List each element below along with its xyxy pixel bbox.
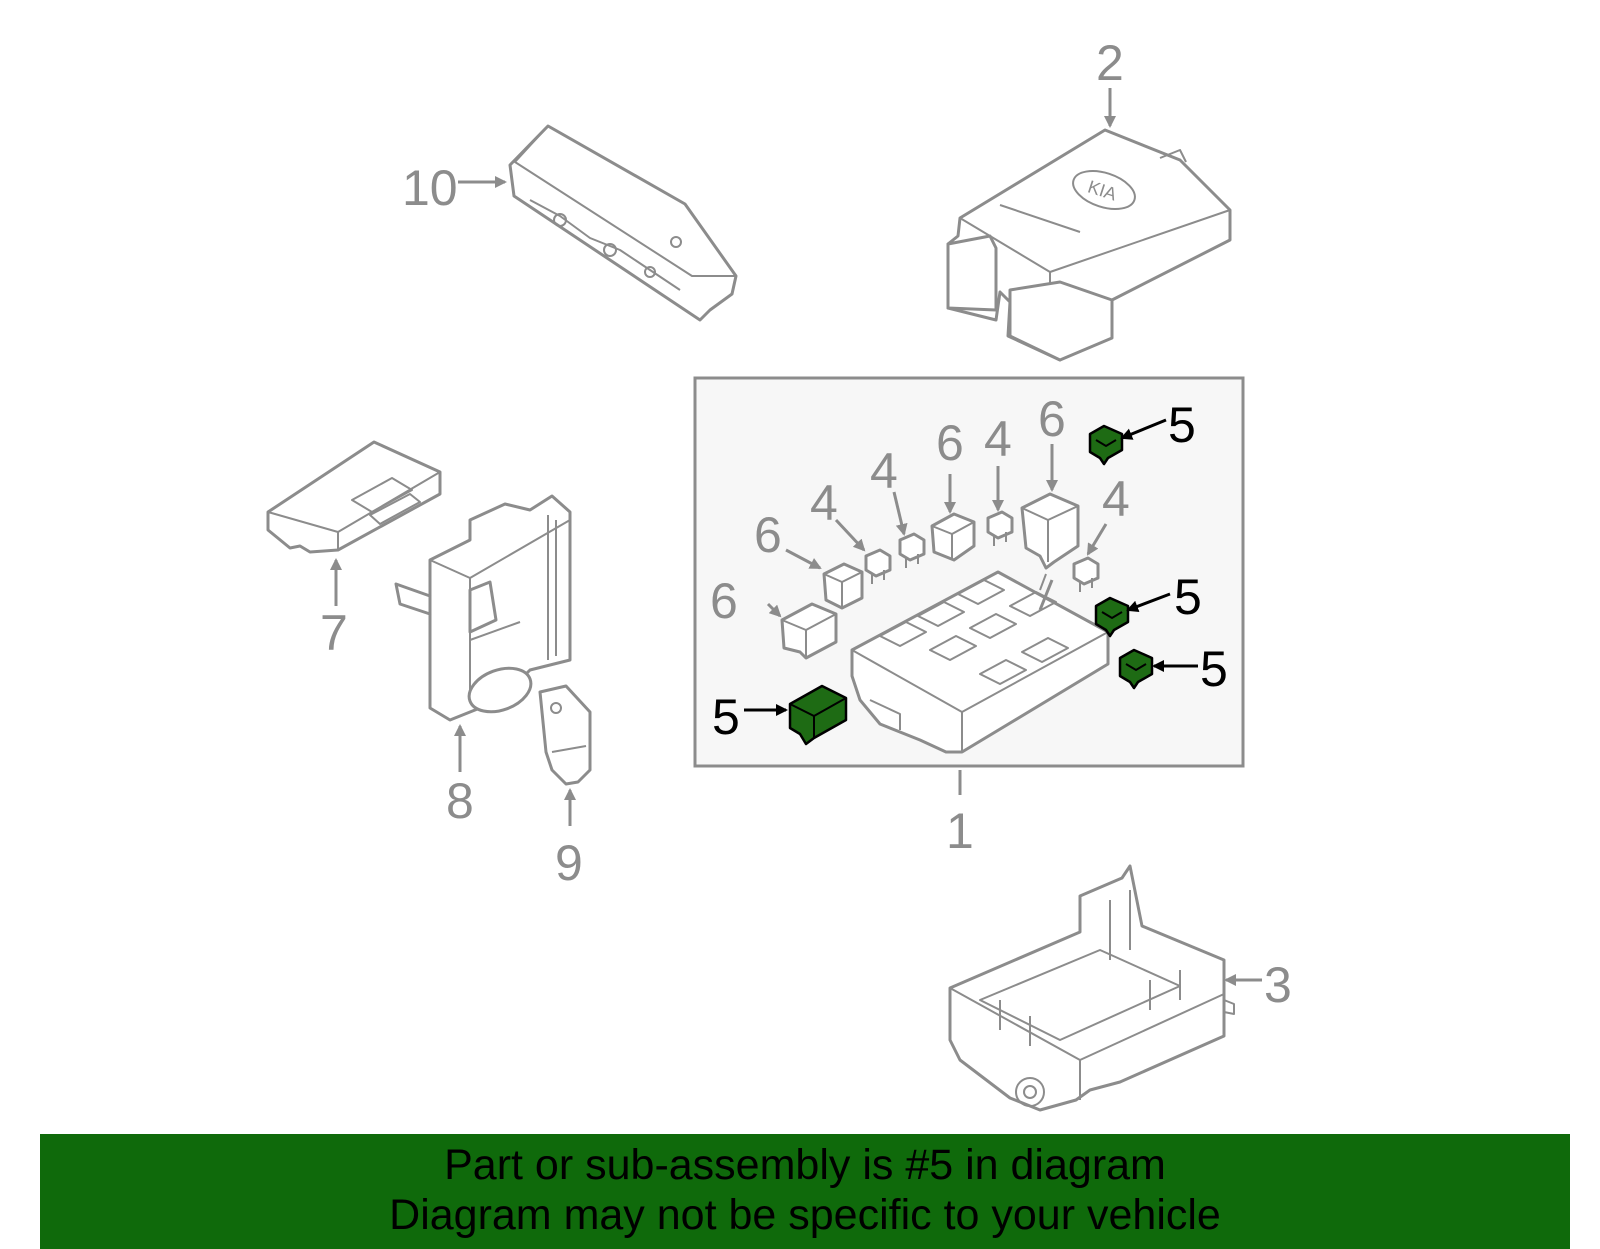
label-2: 2	[1096, 35, 1124, 91]
part-1-fuse-box	[850, 570, 1110, 754]
part-3-lower-tray	[948, 864, 1235, 1112]
part-5-relay-top	[1088, 424, 1124, 466]
label-4b: 4	[870, 443, 898, 499]
part-5-relay-mid	[1094, 596, 1130, 638]
part-4-fuse-c	[986, 510, 1014, 546]
part-2-cover: KIA	[946, 128, 1232, 362]
part-6-relay-c	[930, 512, 976, 562]
leader-line-4d	[1086, 523, 1108, 556]
label-4c: 4	[984, 411, 1012, 467]
label-6b: 6	[754, 507, 782, 563]
label-5c: 5	[1174, 569, 1202, 625]
part-6-relay-a	[780, 602, 838, 660]
leader-line-4b	[892, 491, 908, 536]
label-3: 3	[1264, 957, 1292, 1013]
leader-line-1-inner	[1038, 579, 1054, 611]
label-7: 7	[320, 605, 348, 661]
part-7-module	[266, 440, 442, 554]
label-5a: 5	[712, 689, 740, 745]
part-6-relay-b	[822, 562, 864, 610]
part-9-bracket	[538, 684, 592, 786]
leader-line-6b	[785, 548, 822, 570]
leader-line-5b	[1120, 418, 1167, 440]
part-4-fuse-b	[898, 532, 926, 568]
label-10: 10	[402, 160, 458, 216]
banner-line-1: Part or sub-assembly is #5 in diagram	[444, 1141, 1166, 1189]
banner-line-2: Diagram may not be specific to your vehi…	[389, 1191, 1221, 1239]
info-banner: Part or sub-assembly is #5 in diagram Di…	[40, 1134, 1570, 1249]
label-8: 8	[446, 773, 474, 829]
kia-logo	[1072, 170, 1136, 210]
part-10-bracket	[508, 124, 738, 322]
label-6c: 6	[936, 415, 964, 471]
label-5d: 5	[1200, 641, 1228, 697]
leader-line-5c	[1126, 592, 1171, 613]
label-4a: 4	[810, 475, 838, 531]
part-4-fuse-a	[864, 548, 892, 584]
part-6-relay-d	[1020, 492, 1080, 570]
label-4d: 4	[1102, 471, 1130, 527]
leader-line-6a	[766, 602, 782, 618]
label-9: 9	[555, 835, 583, 891]
part-8-junction-box	[394, 494, 572, 722]
label-6a: 6	[710, 573, 738, 629]
part-5-relay-large	[788, 684, 848, 746]
label-5b: 5	[1168, 397, 1196, 453]
leader-line-4a	[834, 518, 866, 552]
label-1: 1	[946, 803, 974, 859]
label-6d: 6	[1038, 391, 1066, 447]
part-5-relay-bottom	[1118, 648, 1154, 690]
part-4-fuse-d	[1072, 556, 1100, 592]
